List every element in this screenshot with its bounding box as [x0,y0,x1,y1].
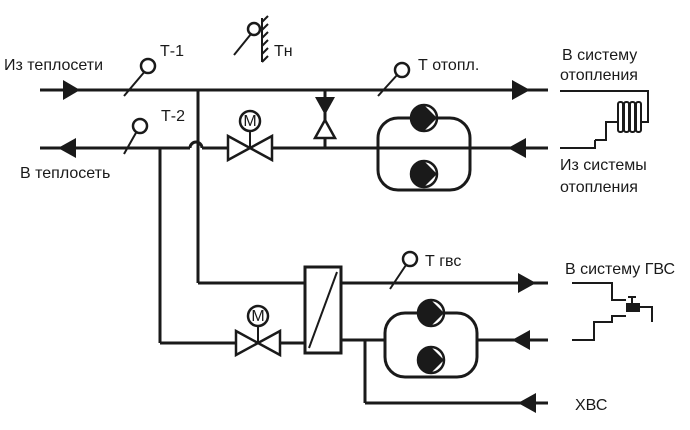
dhw-pump-2 [416,345,446,375]
label-t-heat: Т отопл. [418,57,479,74]
label-from-heating-1: Из системы [560,157,647,174]
supply-arrow-out [512,80,530,100]
label-t-dhw: Т гвс [425,253,461,270]
motor-1-label: M [243,113,256,130]
label-tn: Тн [274,43,293,60]
dhw-circulation-arrow [512,330,530,350]
return-arrow-in [508,138,526,158]
label-t1: Т-1 [160,43,184,60]
return-line [40,138,548,158]
water-tap-icon [572,282,653,341]
heating-pump-1 [409,103,439,133]
heat-exchanger [303,265,343,355]
motor-valve-heating: M [226,109,274,163]
motor-2-label: M [251,308,264,325]
label-to-heating-1: В систему [562,47,637,64]
radiator-icon [560,90,649,149]
thermometer-t-dhw [389,250,419,290]
check-valve-bottom [312,117,338,140]
bypass-check-valve [312,90,338,148]
label-from-heating-2: отопления [560,179,638,196]
heating-pump-2 [409,159,439,189]
outdoor-temp-sensor-icon [233,15,269,63]
dhw-pump-group [383,298,479,379]
thermometer-t1 [123,57,157,97]
label-to-dhw: В систему ГВС [565,261,675,278]
label-from-network: Из теплосети [4,57,103,74]
dhw-supply-arrow [518,273,536,293]
label-cold-water: ХВС [575,397,607,414]
supply-line [40,80,548,100]
thermometer-t-heat [377,61,411,97]
label-t2: Т-2 [161,108,185,125]
thermometer-t2 [123,117,149,155]
dhw-pump-1 [416,298,446,328]
supply-arrow-in [63,80,80,100]
return-arrow-out [58,138,76,158]
motor-valve-dhw: M [234,304,282,358]
check-valve-top [315,97,335,115]
label-to-network: В теплосеть [20,165,110,182]
cold-water-arrow [518,393,536,413]
label-to-heating-2: отопления [560,67,638,84]
heating-pump-group [376,103,472,192]
